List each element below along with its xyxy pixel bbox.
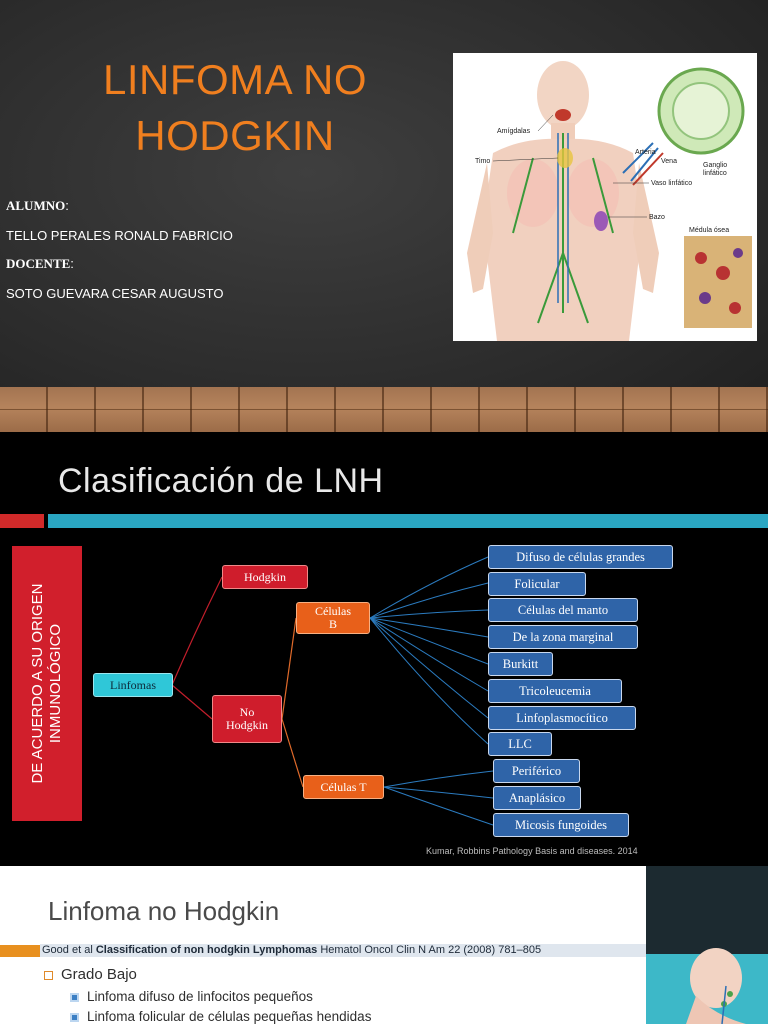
subitem-text: Linfoma difuso de linfocitos pequeños	[87, 989, 313, 1004]
human-body-figure	[467, 61, 659, 341]
accent-bar-red	[0, 514, 44, 528]
docente-label-text: DOCENTE	[6, 256, 71, 271]
bullet-grado-bajo: Grado Bajo	[44, 966, 137, 983]
label-vaso-linfatico: Vaso linfático	[651, 180, 692, 187]
slide3-title: Linfoma no Hodgkin	[48, 896, 280, 926]
node-b-type: LLC	[488, 732, 552, 756]
docente-name: SOTO GUEVARA CESAR AUGUSTO	[6, 286, 224, 301]
alumno-label: ALUMNO:	[6, 198, 69, 213]
node-b-type: Células del manto	[488, 598, 638, 622]
label-amigdalas: Amígdalas	[497, 128, 531, 135]
no-hodgkin-line2: Hodgkin	[226, 718, 268, 732]
label-timo: Timo	[475, 158, 490, 165]
label-linfatico: linfático	[703, 170, 727, 177]
alumno-name: TELLO PERALES RONALD FABRICIO	[6, 228, 233, 243]
wood-floor-decoration	[0, 387, 768, 432]
tree-connectors	[171, 556, 494, 826]
label-medula-osea: Médula ósea	[689, 227, 729, 234]
hollow-square-bullet-icon	[44, 970, 53, 980]
head-neck-lymph-figure	[646, 866, 768, 1024]
citation: Kumar, Robbins Pathology Basis and disea…	[426, 846, 638, 856]
filled-square-bullet-icon	[70, 1012, 79, 1022]
label-arteria: Arteria	[635, 149, 656, 156]
bone-marrow-inset	[682, 234, 754, 330]
lymphatic-anatomy-figure: Amígdalas Timo Arteria Vena Ganglio linf…	[467, 61, 754, 341]
accent-bar-blue	[48, 514, 768, 528]
node-celulas-b: Células B	[296, 602, 370, 634]
node-linfomas: Linfomas	[93, 673, 173, 697]
no-hodgkin-line1: No	[239, 705, 255, 719]
accent-strip-orange	[0, 945, 40, 957]
ref-prefix: Good et al	[42, 944, 96, 956]
node-t-type: Periférico	[493, 759, 580, 783]
node-t-type: Anaplásico	[493, 786, 581, 810]
lymphatic-system-illustration: Amígdalas Timo Arteria Vena Ganglio linf…	[453, 53, 757, 341]
label-ganglio: Ganglio	[703, 162, 727, 169]
node-b-type: Tricoleucemia	[488, 679, 622, 703]
node-b-type: Folicular	[488, 572, 586, 596]
b-branch-lines	[369, 556, 489, 745]
celulas-b-line1: Células	[315, 604, 351, 618]
slide-lnh: Linfoma no Hodgkin Good et al Classifica…	[0, 866, 768, 1024]
label-bazo: Bazo	[649, 214, 665, 221]
presentation-title: LINFOMA NO HODGKIN	[40, 52, 430, 164]
label-vena: Vena	[661, 158, 677, 165]
filled-square-bullet-icon	[70, 992, 79, 1002]
bullet-subitem: Linfoma difuso de linfocitos pequeños	[70, 989, 313, 1004]
node-b-type: De la zona marginal	[488, 625, 638, 649]
title-line-1: LINFOMA NO	[102, 56, 368, 103]
node-t-type: Micosis fungoides	[493, 813, 629, 837]
subitem-text: Linfoma folicular de células pequeñas he…	[87, 1009, 372, 1024]
node-celulas-t: Células T	[303, 775, 384, 799]
celulas-b-line2: B	[328, 617, 337, 631]
slide-classification: Clasificación de LNH DE ACUERDO A SU ORI…	[0, 432, 768, 866]
reference-line: Good et al Classification of non hodgkin…	[40, 944, 648, 957]
anatomy-thumbnail	[646, 866, 768, 1024]
t-branch-lines	[383, 770, 494, 826]
node-hodgkin: Hodgkin	[222, 565, 308, 589]
ref-suffix: Hematol Oncol Clin N Am 22 (2008) 781–80…	[317, 944, 542, 956]
bullet-subitem: Linfoma folicular de células pequeñas he…	[70, 1009, 371, 1024]
node-no-hodgkin: No Hodgkin	[212, 695, 282, 743]
node-b-type: Burkitt	[488, 652, 553, 676]
ref-bold: Classification of non hodgkin Lymphomas	[95, 944, 318, 956]
node-b-type: Difuso de células grandes	[488, 545, 673, 569]
slide-title: LINFOMA NO HODGKIN ALUMNO: TELLO PERALES…	[0, 0, 768, 432]
title-line-2: HODGKIN	[135, 112, 335, 159]
alumno-label-text: ALUMNO	[6, 198, 66, 213]
node-b-type: Linfoplasmocítico	[488, 706, 636, 730]
docente-label: DOCENTE:	[6, 256, 74, 271]
slide2-title: Clasificación de LNH	[58, 462, 384, 500]
lymph-node-detail	[622, 67, 745, 186]
grado-bajo-text: Grado Bajo	[61, 966, 137, 983]
immunologic-origin-box: DE ACUERDO A SU ORIGEN INMUNOLÓGICO	[12, 546, 82, 821]
